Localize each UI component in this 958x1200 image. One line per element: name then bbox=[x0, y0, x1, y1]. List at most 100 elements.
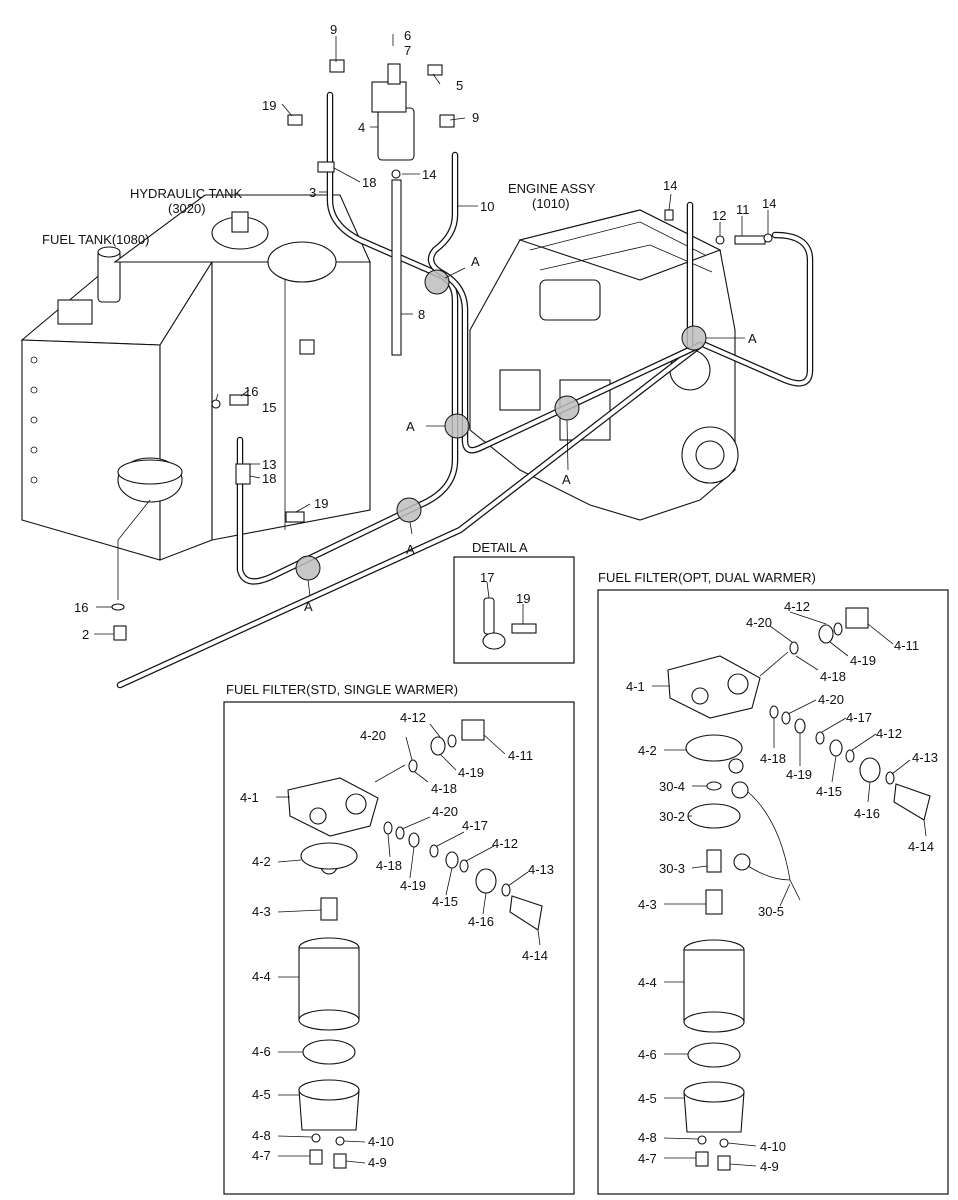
engine-assy-ref: (1010) bbox=[532, 196, 570, 211]
std-callout-4-16: 4-16 bbox=[468, 914, 494, 929]
std-callout-4-6: 4-6 bbox=[252, 1044, 271, 1059]
engine-drawing bbox=[469, 209, 739, 521]
opt-callout-4-6: 4-6 bbox=[638, 1047, 657, 1062]
callout-9-top: 9 bbox=[330, 22, 337, 37]
std-callout-4-2: 4-2 bbox=[252, 854, 271, 869]
callout-19-tank: 19 bbox=[314, 496, 328, 511]
detail-a-markers bbox=[295, 269, 707, 581]
fuel-tank-drawing bbox=[20, 246, 213, 561]
opt-callout-4-11: 4-11 bbox=[894, 638, 919, 653]
opt-callout-4-17: 4-17 bbox=[846, 710, 872, 725]
callout-18-tank: 18 bbox=[262, 471, 276, 486]
opt-callout-4-20-mid: 4-20 bbox=[818, 692, 844, 707]
opt-callout-30-5: 30-5 bbox=[758, 904, 784, 919]
opt-callout-4-18-mid: 4-18 bbox=[760, 751, 786, 766]
callout-19-top: 19 bbox=[262, 98, 276, 113]
opt-callout-4-19-mid: 4-19 bbox=[786, 767, 812, 782]
std-callout-4-20-top: 4-20 bbox=[360, 728, 386, 743]
hydraulic-tank-title: HYDRAULIC TANK bbox=[130, 186, 243, 201]
opt-callout-4-4: 4-4 bbox=[638, 975, 657, 990]
opt-callout-4-7: 4-7 bbox=[638, 1151, 657, 1166]
fuel-tank-title: FUEL TANK(1080) bbox=[42, 232, 149, 247]
detail-a-box: DETAIL A 17 19 bbox=[453, 540, 575, 664]
callout-13: 13 bbox=[262, 457, 276, 472]
callout-4: 4 bbox=[358, 120, 365, 135]
leader-lines bbox=[94, 34, 769, 635]
main-fuel-filter-drawing bbox=[287, 59, 455, 179]
opt-callout-4-18-top: 4-18 bbox=[820, 669, 846, 684]
std-filter-panel: FUEL FILTER(STD, SINGLE WARMER) bbox=[223, 682, 575, 1195]
detail-a-title: DETAIL A bbox=[472, 540, 528, 555]
opt-callout-4-12-mid: 4-12 bbox=[876, 726, 902, 741]
opt-callout-4-14: 4-14 bbox=[908, 839, 934, 854]
callout-10: 10 bbox=[480, 199, 494, 214]
callout-14-filter: 14 bbox=[422, 167, 436, 182]
detail-a-marker-2: A bbox=[406, 419, 415, 434]
std-callout-4-14: 4-14 bbox=[522, 948, 548, 963]
detail-a-marker-3: A bbox=[406, 542, 415, 557]
callout-7: 7 bbox=[404, 43, 411, 58]
std-callout-4-8: 4-8 bbox=[252, 1128, 271, 1143]
main-diagram-labels: HYDRAULIC TANK (3020) FUEL TANK(1080) EN… bbox=[42, 22, 776, 642]
std-callout-4-18-top: 4-18 bbox=[431, 781, 457, 796]
callout-16-tank: 16 bbox=[244, 384, 258, 399]
opt-filter-title: FUEL FILTER(OPT, DUAL WARMER) bbox=[598, 570, 816, 585]
engine-assy-title: ENGINE ASSY bbox=[508, 181, 596, 196]
opt-callout-4-5: 4-5 bbox=[638, 1091, 657, 1106]
std-callout-4-13: 4-13 bbox=[528, 862, 554, 877]
std-callout-4-1: 4-1 bbox=[240, 790, 259, 805]
detail-a-marker-1: A bbox=[471, 254, 480, 269]
callout-15: 15 bbox=[262, 400, 276, 415]
opt-callout-4-19-top: 4-19 bbox=[850, 653, 876, 668]
std-callout-4-20-mid: 4-20 bbox=[432, 804, 458, 819]
opt-callout-4-1: 4-1 bbox=[626, 679, 645, 694]
opt-callout-30-3: 30-3 bbox=[659, 861, 685, 876]
std-callout-4-9: 4-9 bbox=[368, 1155, 387, 1170]
hydraulic-tank-ref: (3020) bbox=[168, 201, 206, 216]
detail-a-marker-6: A bbox=[748, 331, 757, 346]
detail-callout-17: 17 bbox=[480, 570, 494, 585]
detail-callout-19: 19 bbox=[516, 591, 530, 606]
callout-16-drain: 16 bbox=[74, 600, 88, 615]
opt-callout-4-2: 4-2 bbox=[638, 743, 657, 758]
callout-12: 12 bbox=[712, 208, 726, 223]
opt-callout-4-20-top: 4-20 bbox=[746, 615, 772, 630]
std-callout-4-3: 4-3 bbox=[252, 904, 271, 919]
std-callout-4-4: 4-4 bbox=[252, 969, 271, 984]
callout-2: 2 bbox=[82, 627, 89, 642]
opt-callout-30-4: 30-4 bbox=[659, 779, 685, 794]
opt-filter-panel: FUEL FILTER(OPT, DUAL WARMER) bbox=[597, 570, 949, 1195]
callout-8: 8 bbox=[418, 307, 425, 322]
opt-callout-4-15: 4-15 bbox=[816, 784, 842, 799]
opt-callout-4-13: 4-13 bbox=[912, 750, 938, 765]
detail-a-marker-5: A bbox=[562, 472, 571, 487]
std-callout-4-5: 4-5 bbox=[252, 1087, 271, 1102]
std-callout-4-12-mid: 4-12 bbox=[492, 836, 518, 851]
std-callout-4-10: 4-10 bbox=[368, 1134, 394, 1149]
std-callout-4-18-mid: 4-18 bbox=[376, 858, 402, 873]
callout-3: 3 bbox=[309, 185, 316, 200]
std-callout-4-7: 4-7 bbox=[252, 1148, 271, 1163]
detail-a-marker-4: A bbox=[304, 599, 313, 614]
opt-callout-4-12-top: 4-12 bbox=[784, 599, 810, 614]
opt-callout-4-3: 4-3 bbox=[638, 897, 657, 912]
std-callout-4-15: 4-15 bbox=[432, 894, 458, 909]
opt-callout-4-9: 4-9 bbox=[760, 1159, 779, 1174]
opt-callout-4-16: 4-16 bbox=[854, 806, 880, 821]
callout-14-right: 14 bbox=[762, 196, 776, 211]
std-callout-4-17: 4-17 bbox=[462, 818, 488, 833]
opt-callout-4-10: 4-10 bbox=[760, 1139, 786, 1154]
callout-6: 6 bbox=[404, 28, 411, 43]
opt-callout-30-2: 30-2 bbox=[659, 809, 685, 824]
std-filter-title: FUEL FILTER(STD, SINGLE WARMER) bbox=[226, 682, 458, 697]
callout-9-right: 9 bbox=[472, 110, 479, 125]
std-callout-4-11: 4-11 bbox=[508, 748, 533, 763]
std-callout-4-12-top: 4-12 bbox=[400, 710, 426, 725]
callout-5: 5 bbox=[456, 78, 463, 93]
std-callout-4-19-top: 4-19 bbox=[458, 765, 484, 780]
callout-11: 11 bbox=[736, 202, 750, 217]
callout-18-top: 18 bbox=[362, 175, 376, 190]
hydraulic-tank-drawing bbox=[113, 194, 371, 541]
callout-14-engine: 14 bbox=[663, 178, 677, 193]
